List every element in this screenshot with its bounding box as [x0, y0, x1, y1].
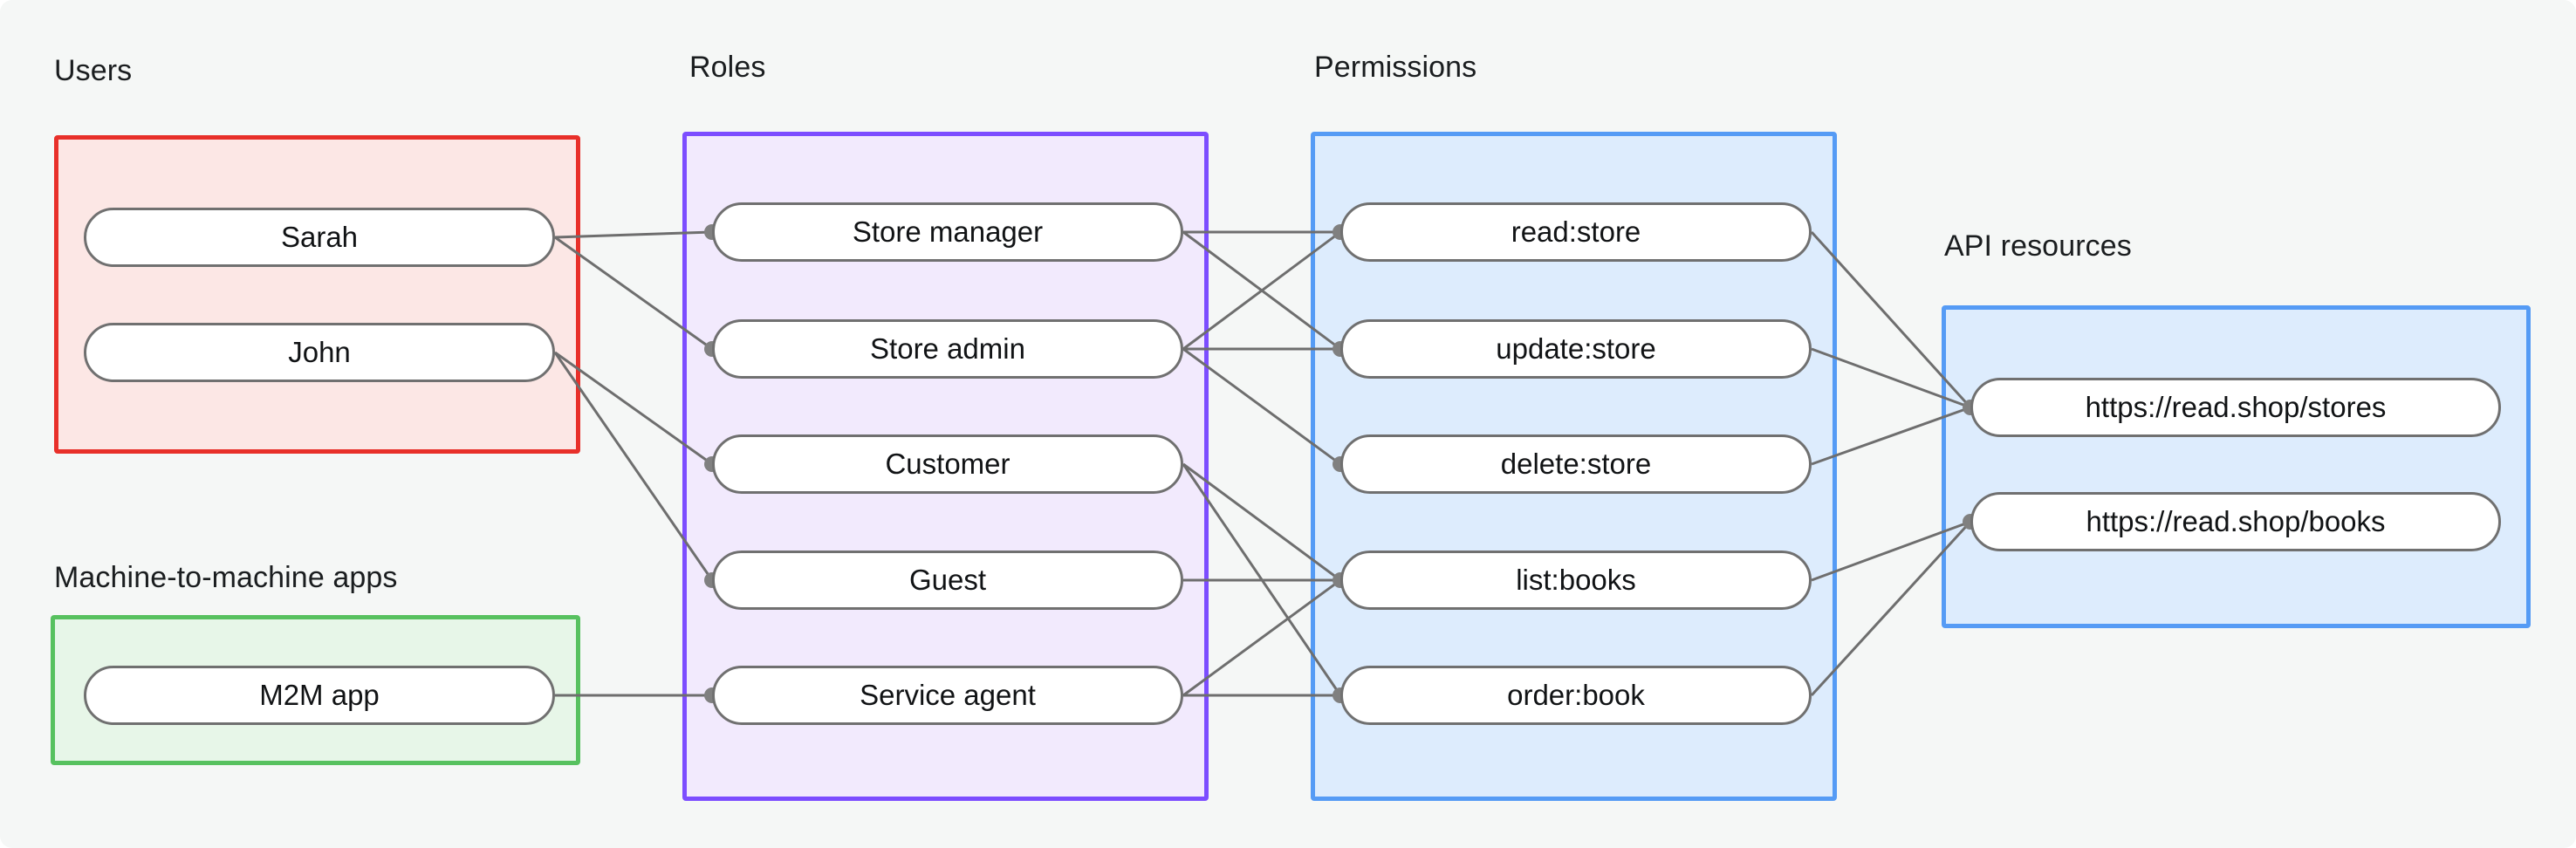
node-update-store[interactable]: update:store [1340, 319, 1812, 379]
node-store-manager[interactable]: Store manager [712, 202, 1183, 262]
group-label-users: Users [54, 54, 133, 87]
group-label-m2m: Machine-to-machine apps [54, 561, 398, 594]
node-sarah[interactable]: Sarah [84, 208, 555, 267]
node-m2m-app[interactable]: M2M app [84, 666, 555, 725]
node-john[interactable]: John [84, 323, 555, 382]
group-label-api: API resources [1944, 229, 2132, 263]
node-res-stores[interactable]: https://read.shop/stores [1970, 378, 2501, 437]
node-customer[interactable]: Customer [712, 434, 1183, 494]
node-delete-store[interactable]: delete:store [1340, 434, 1812, 494]
node-res-books[interactable]: https://read.shop/books [1970, 492, 2501, 551]
node-guest[interactable]: Guest [712, 551, 1183, 610]
node-store-admin[interactable]: Store admin [712, 319, 1183, 379]
group-box-api [1942, 305, 2531, 628]
node-list-books[interactable]: list:books [1340, 551, 1812, 610]
group-label-roles: Roles [689, 51, 766, 84]
node-service-agent[interactable]: Service agent [712, 666, 1183, 725]
group-box-users [54, 135, 580, 454]
node-order-book[interactable]: order:book [1340, 666, 1812, 725]
node-read-store[interactable]: read:store [1340, 202, 1812, 262]
group-label-permissions: Permissions [1314, 51, 1477, 84]
